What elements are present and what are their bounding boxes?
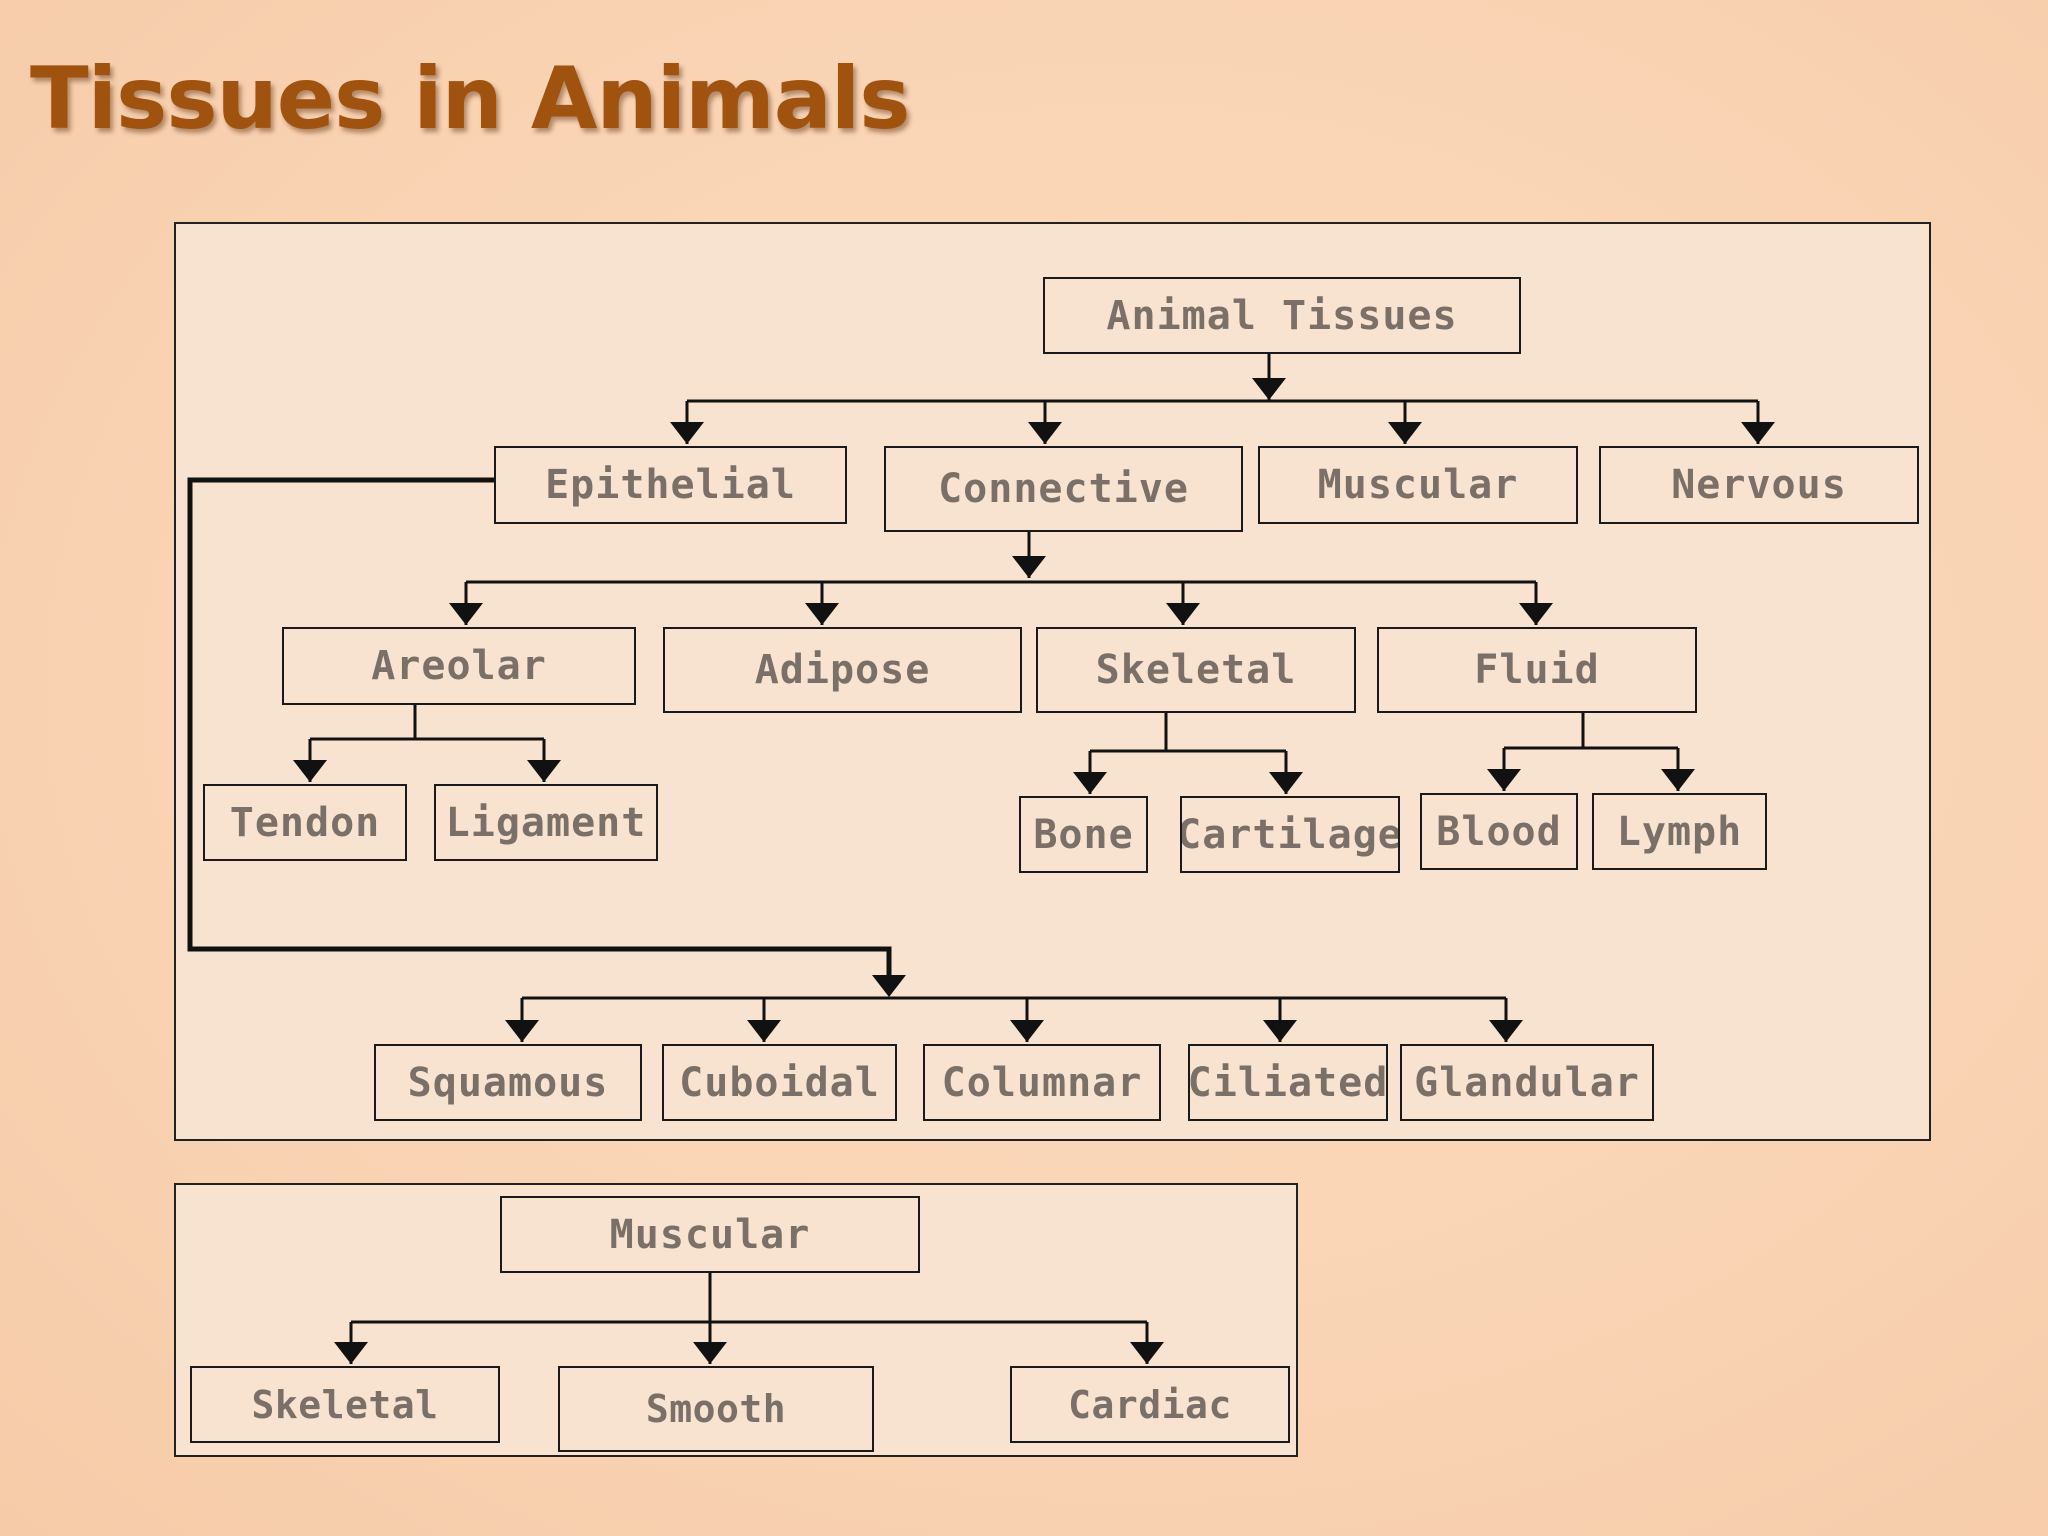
- node-adipose: Adipose: [663, 627, 1022, 713]
- arrowhead-muscular: [1388, 422, 1422, 444]
- arrowhead-tendon: [293, 760, 327, 782]
- root-arrowhead: [1252, 378, 1286, 400]
- node-cardiac-muscle: Cardiac: [1010, 1366, 1290, 1443]
- node-areolar: Areolar: [282, 627, 636, 705]
- node-tendon: Tendon: [203, 784, 407, 861]
- arrowhead-adipose: [805, 603, 839, 625]
- node-ligament: Ligament: [434, 784, 658, 861]
- arrowhead-fluid: [1519, 603, 1553, 625]
- node-connective: Connective: [884, 446, 1243, 532]
- connective-arrowhead: [1012, 556, 1046, 578]
- node-epithelial: Epithelial: [494, 446, 847, 524]
- node-bone: Bone: [1019, 796, 1148, 873]
- node-cartilage: Cartilage: [1180, 796, 1400, 873]
- node-glandular: Glandular: [1400, 1044, 1654, 1121]
- arrowhead-epithelial: [670, 422, 704, 444]
- node-nervous: Nervous: [1599, 446, 1919, 524]
- epithelial-elbow-connector: [187, 477, 892, 975]
- node-skeletal: Skeletal: [1036, 627, 1356, 713]
- arrowhead-areolar: [449, 603, 483, 625]
- node-animal-tissues: Animal Tissues: [1043, 277, 1521, 354]
- node-muscular-root: Muscular: [500, 1196, 920, 1273]
- arrowhead-connective: [1028, 422, 1062, 444]
- node-fluid: Fluid: [1377, 627, 1697, 713]
- arrowhead-columnar: [1010, 1020, 1044, 1042]
- arrowhead-skeletal-muscle: [334, 1342, 368, 1364]
- node-ciliated: Ciliated: [1188, 1044, 1388, 1121]
- arrowhead-nervous: [1741, 422, 1775, 444]
- arrowhead-blood: [1487, 769, 1521, 791]
- arrowhead-cardiac-muscle: [1130, 1342, 1164, 1364]
- node-squamous: Squamous: [374, 1044, 642, 1121]
- slide-title: Tissues in Animals: [30, 49, 910, 149]
- arrowhead-bone: [1073, 772, 1107, 794]
- epithelial-arrowhead: [872, 975, 906, 997]
- node-cuboidal: Cuboidal: [662, 1044, 897, 1121]
- arrowhead-lymph: [1661, 769, 1695, 791]
- arrowhead-skeletal: [1166, 603, 1200, 625]
- arrowhead-ligament: [527, 760, 561, 782]
- arrowhead-ciliated: [1263, 1020, 1297, 1042]
- node-muscular: Muscular: [1258, 446, 1578, 524]
- arrowhead-smooth-muscle: [693, 1342, 727, 1364]
- arrowhead-squamous: [505, 1020, 539, 1042]
- node-columnar: Columnar: [923, 1044, 1161, 1121]
- node-skeletal-muscle: Skeletal: [190, 1366, 500, 1443]
- node-blood: Blood: [1420, 793, 1578, 870]
- node-smooth-muscle: Smooth: [558, 1366, 874, 1452]
- arrowhead-cartilage: [1269, 772, 1303, 794]
- arrowhead-cuboidal: [747, 1020, 781, 1042]
- node-lymph: Lymph: [1592, 793, 1767, 870]
- arrowhead-glandular: [1489, 1020, 1523, 1042]
